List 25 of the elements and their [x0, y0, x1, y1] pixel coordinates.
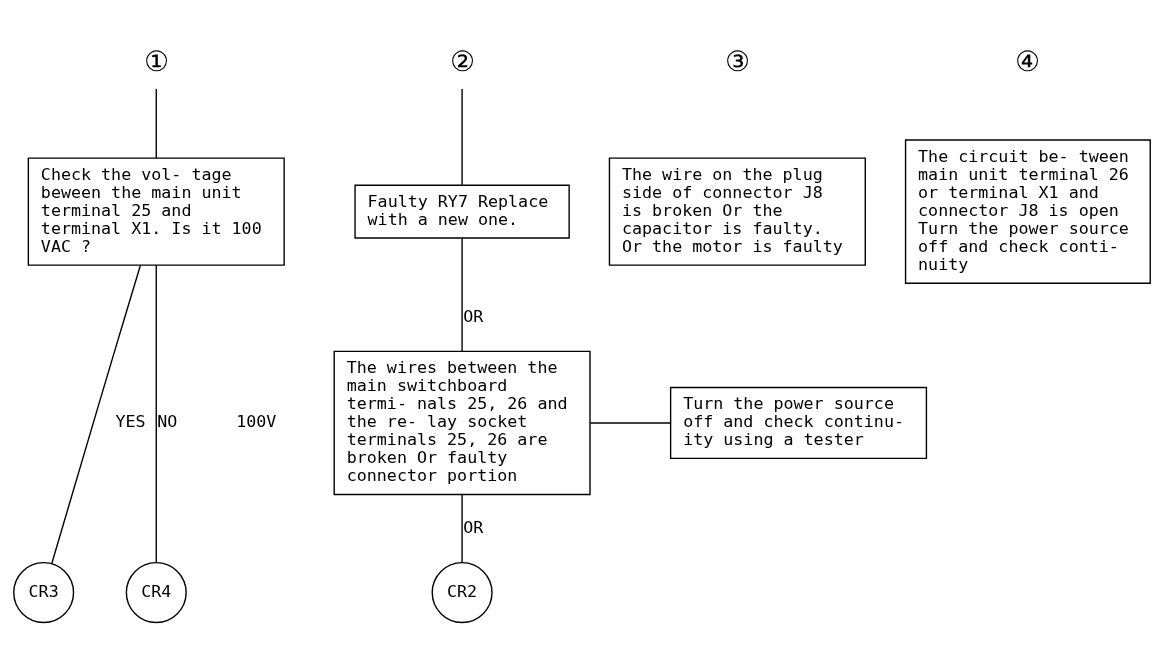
node-circle: CR2: [431, 561, 493, 623]
connector: [461, 87, 463, 185]
connector: [155, 264, 157, 563]
node-circle: CR3: [13, 561, 75, 623]
connector: [461, 237, 463, 352]
node-label: ③: [724, 44, 750, 78]
node-box: Check the vol- tage beween the main unit terminal 25 and terminal X1. Is it 100 VAC ?: [27, 156, 285, 266]
node-circle: CR4: [125, 561, 187, 623]
edge-label: YES: [115, 411, 146, 431]
node-label: ④: [1015, 44, 1041, 78]
node-box: The circuit be- tween main unit terminal 26 or terminal X1 and connector J8 is open Turn the power source off and check conti- nuity: [904, 138, 1151, 284]
connector: [461, 493, 463, 563]
node-text: ②: [449, 44, 475, 78]
label: 100V: [236, 411, 277, 431]
edge-label: OR: [463, 306, 484, 326]
node-box: The wire on the plug side of connector J8 is broken Or the capacitor is faulty. Or the motor is faulty: [608, 156, 866, 266]
node-box: Turn the power source off and check continu- ity using a tester: [669, 386, 928, 459]
edge-label: NO: [157, 411, 178, 431]
edge-label: OR: [463, 517, 484, 537]
node-box: Faulty RY7 Replace with a new one.: [354, 184, 570, 239]
node-text: ①: [143, 44, 169, 78]
connector: [589, 421, 672, 424]
node-box: The wires between the main switchboard termi- nals 25, 26 and the re- lay socket terminals 25, 26 are broken Or faulty connector portion: [333, 350, 591, 495]
connector: [155, 87, 157, 159]
connector: [51, 264, 142, 564]
